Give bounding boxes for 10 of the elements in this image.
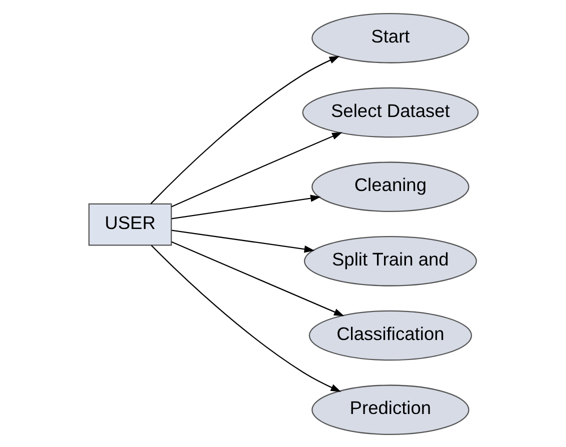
arrow <box>170 132 342 207</box>
arrow <box>171 229 314 252</box>
node-box: USER <box>88 202 172 246</box>
arrow <box>150 244 341 392</box>
node-ellipse: Classification <box>308 310 472 360</box>
arrow <box>170 240 344 316</box>
arrow <box>171 194 320 219</box>
arrow <box>150 55 340 204</box>
node-ellipse: Cleaning <box>311 161 469 212</box>
node-ellipse: Select Dataset <box>302 86 478 138</box>
